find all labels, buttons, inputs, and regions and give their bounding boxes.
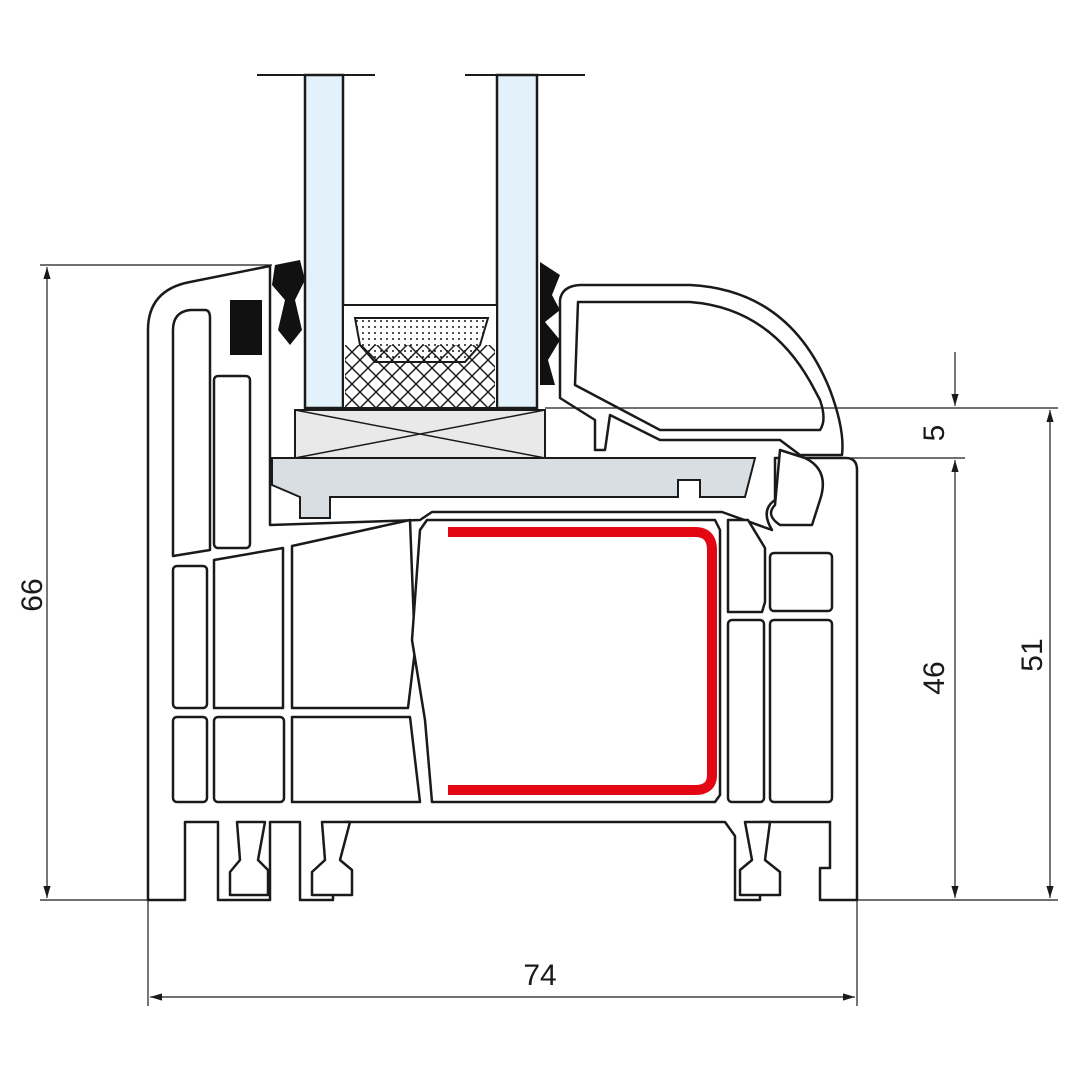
bead-clip <box>769 448 825 527</box>
dim-label-66: 66 <box>16 578 49 611</box>
gasket-glass-outer <box>272 260 305 345</box>
dim-label-51: 51 <box>1016 638 1049 671</box>
frame-chambers <box>171 308 834 897</box>
dimension-lines <box>40 264 1058 1006</box>
dim-label-46: 46 <box>918 661 951 694</box>
glass-pane-right <box>495 73 539 410</box>
base-plate <box>271 457 757 519</box>
gasket-glass-inner <box>540 262 560 385</box>
dim-label-74: 74 <box>523 959 556 992</box>
gasket-outer <box>230 300 262 355</box>
glazing-bead-chamber <box>573 300 825 432</box>
dim-label-5: 5 <box>918 425 951 442</box>
gaskets <box>230 260 560 385</box>
glass-unit <box>257 73 585 410</box>
steel-reinforcement <box>448 527 717 795</box>
spacer-desiccant <box>353 317 490 363</box>
glass-pane-left <box>303 73 345 410</box>
glazing-block <box>294 409 546 459</box>
